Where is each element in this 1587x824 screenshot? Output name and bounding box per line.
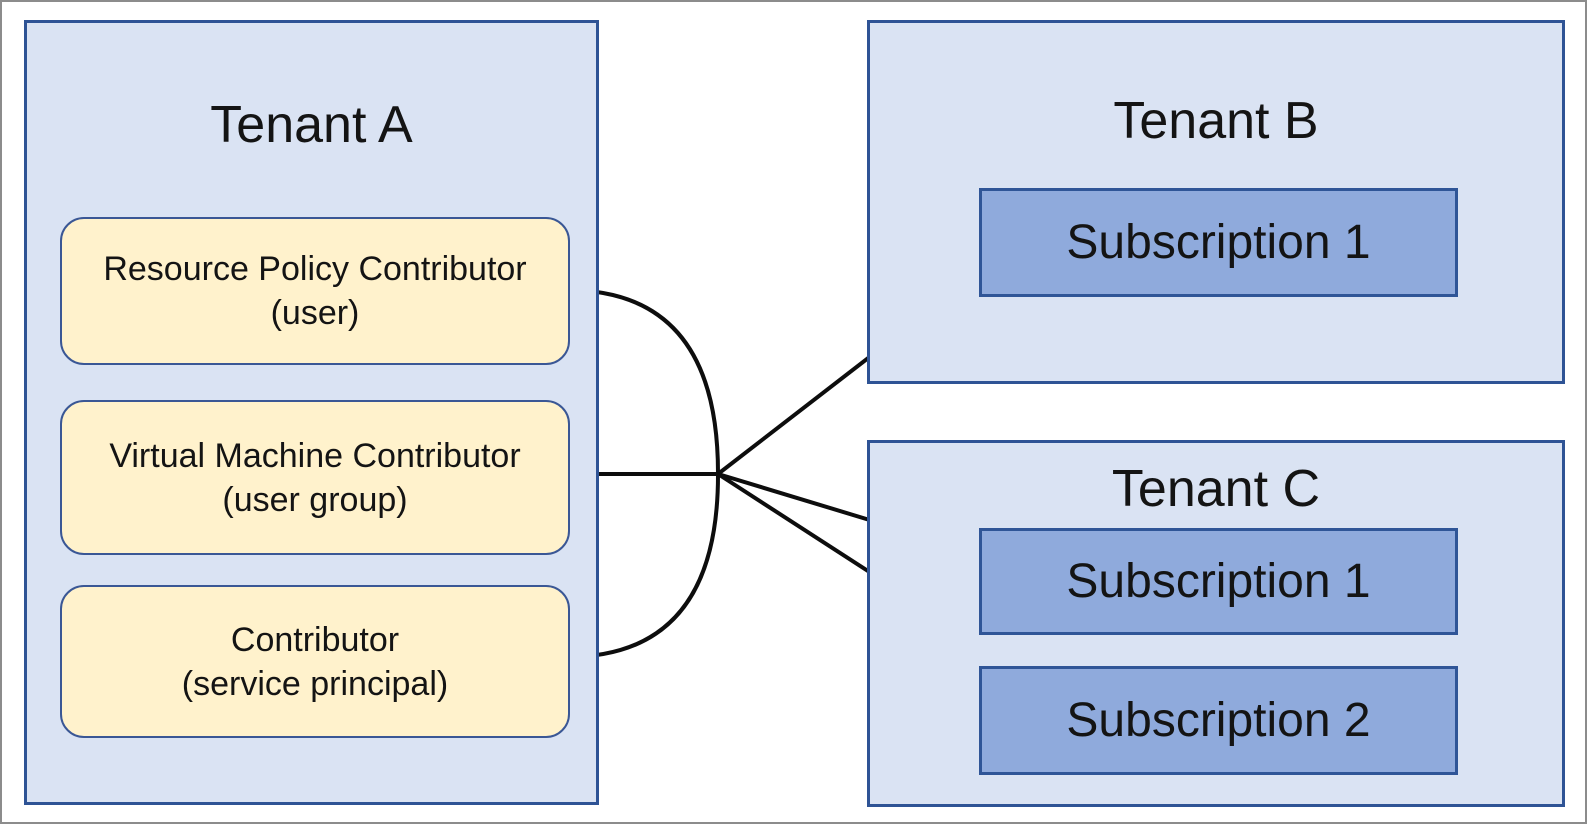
role-name: Contributor: [230, 620, 400, 659]
role-name: Virtual Machine Contributor: [109, 436, 521, 475]
role-principal-type: (user): [270, 294, 360, 332]
tenant-b-subscription-1-box: Subscription 1: [979, 188, 1458, 297]
tenant-a-box: Tenant A Resource Policy Contributor (us…: [24, 20, 599, 805]
tenant-c-subscription-2-box: Subscription 2: [979, 666, 1458, 775]
tenant-b-title: Tenant B: [1113, 92, 1319, 150]
role-box-contributor: Contributor (service principal): [60, 585, 570, 738]
tenant-c-subscription-1-box: Subscription 1: [979, 528, 1458, 635]
tenant-b-box: Tenant B Subscription 1: [867, 20, 1565, 384]
tenant-c-title: Tenant C: [1111, 460, 1321, 518]
role-principal-type: (service principal): [181, 664, 449, 703]
role-name: Resource Policy Contributor: [103, 250, 527, 288]
tenant-a-title: Tenant A: [210, 96, 413, 154]
tenant-c-box: Tenant C Subscription 1 Subscription 2: [867, 440, 1565, 807]
role-principal-type: (user group): [222, 480, 408, 519]
role-box-resource-policy-contributor: Resource Policy Contributor (user): [60, 217, 570, 365]
role-box-virtual-machine-contributor: Virtual Machine Contributor (user group): [60, 400, 570, 555]
